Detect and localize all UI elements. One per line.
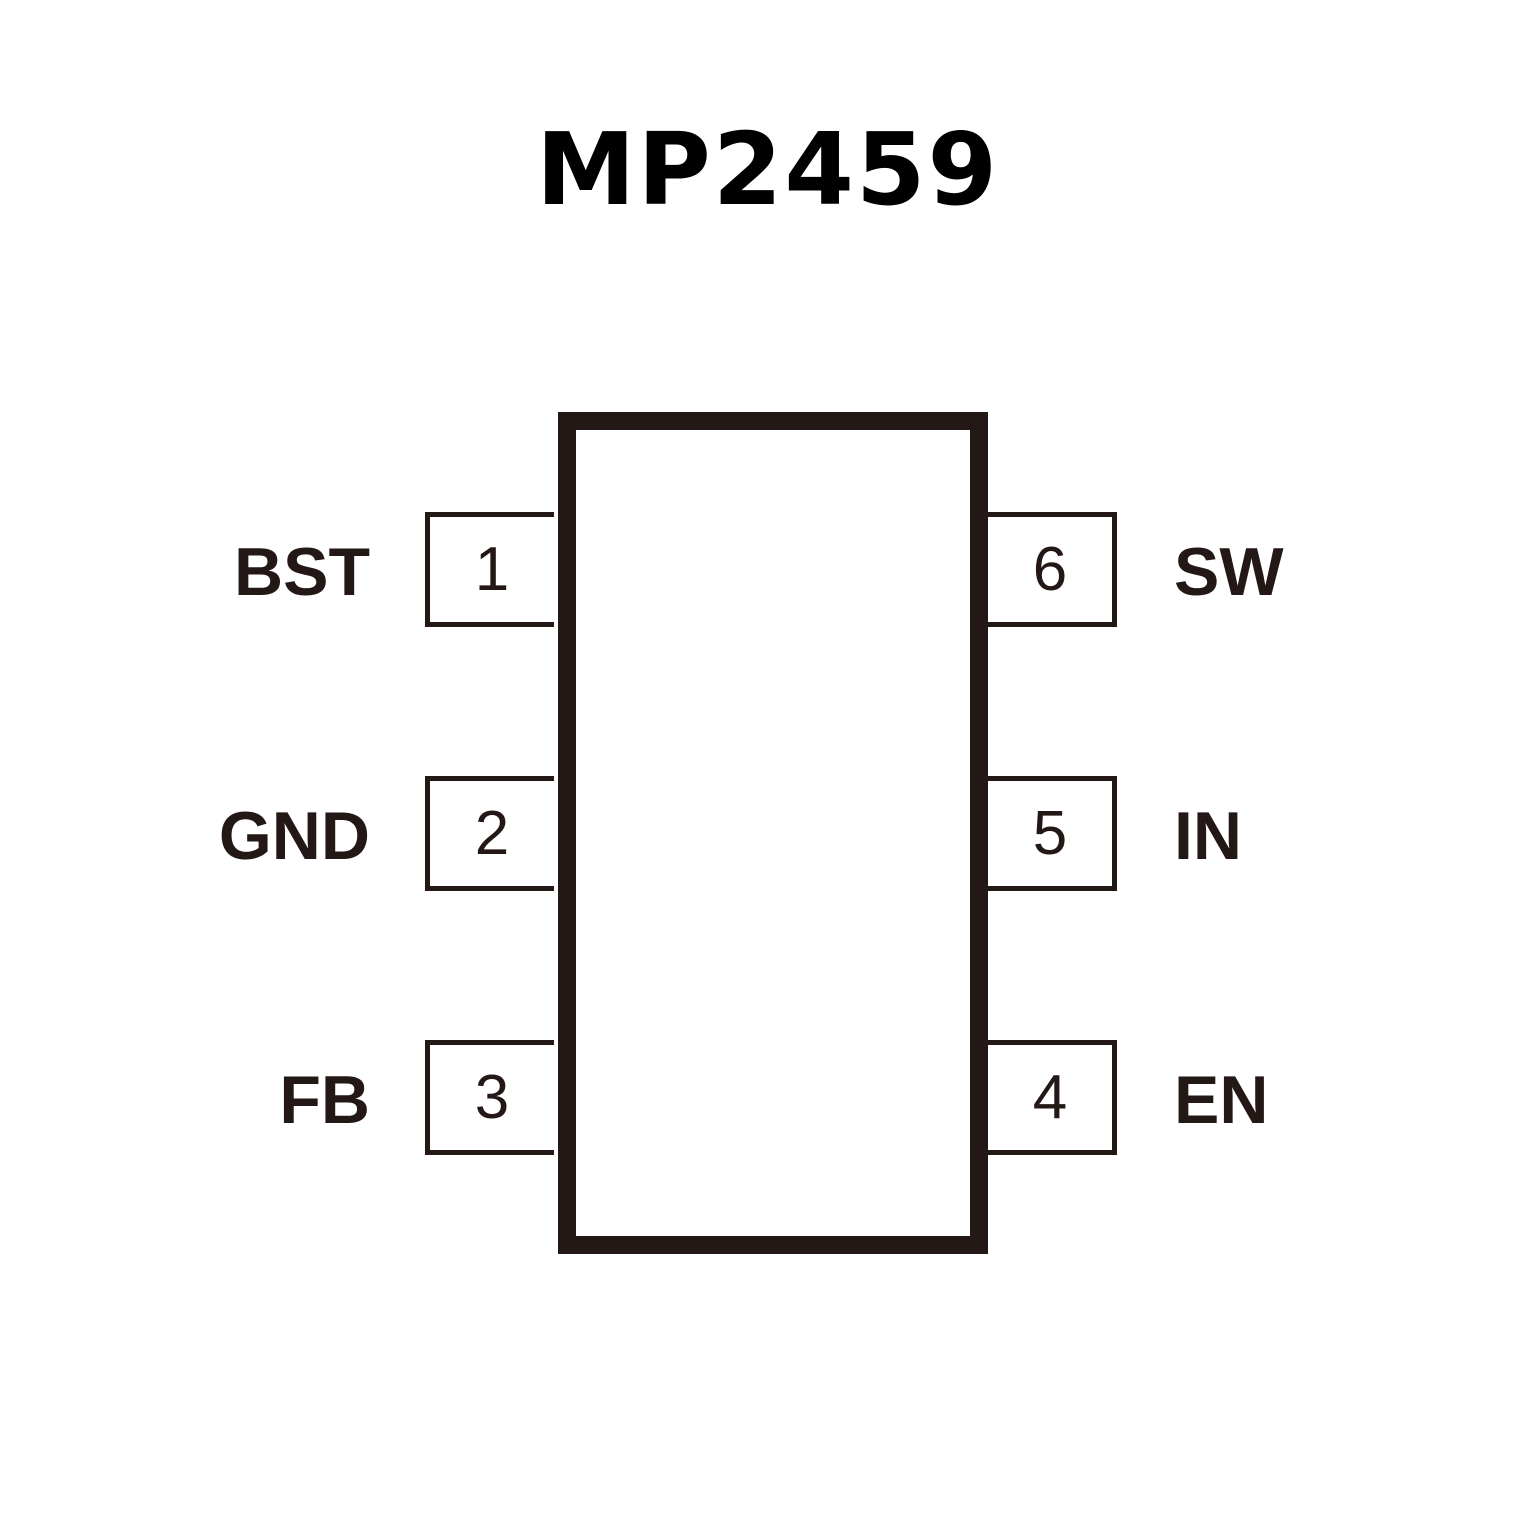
pin-4: 4 bbox=[988, 1040, 1117, 1155]
pin-number: 1 bbox=[474, 535, 510, 604]
pin-3: 3 bbox=[425, 1040, 554, 1155]
pin-label-en: EN bbox=[1174, 1062, 1269, 1138]
pin-label-in: IN bbox=[1174, 798, 1242, 874]
pin-number: 5 bbox=[1032, 799, 1068, 868]
pin-label-fb: FB bbox=[279, 1062, 370, 1138]
chip-title: MP2459 bbox=[535, 111, 1000, 228]
pin-6: 6 bbox=[988, 512, 1117, 627]
pin-2: 2 bbox=[425, 776, 554, 891]
pin-number: 4 bbox=[1032, 1063, 1068, 1132]
pin-label-sw: SW bbox=[1174, 534, 1284, 610]
pin-1: 1 bbox=[425, 512, 554, 627]
pin-label-gnd: GND bbox=[218, 798, 370, 874]
chip-body bbox=[558, 412, 988, 1254]
pin-label-bst: BST bbox=[234, 534, 370, 610]
pin-number: 6 bbox=[1032, 535, 1068, 604]
pin-5: 5 bbox=[988, 776, 1117, 891]
pin-number: 3 bbox=[474, 1063, 510, 1132]
pin-number: 2 bbox=[474, 799, 510, 868]
